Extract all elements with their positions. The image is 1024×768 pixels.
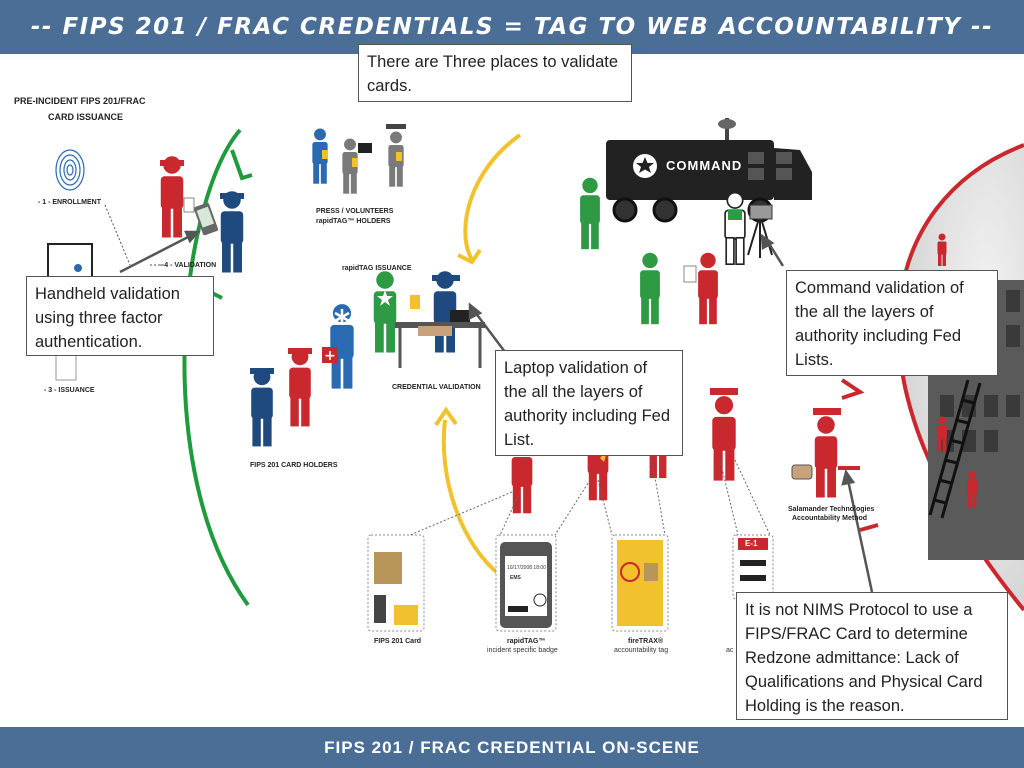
yellow-arc-top: [463, 133, 522, 261]
card-firetrax: [611, 534, 669, 632]
credential-validation-label: CREDENTIAL VALIDATION: [392, 384, 481, 391]
pre-incident-title-line2: CARD ISSUANCE: [48, 112, 124, 122]
command-truck: [606, 118, 812, 223]
firetrax-card-subtitle: accountability tag: [614, 647, 669, 654]
salamander-label-line1: Salamander Technologies: [788, 506, 875, 513]
rapidtag-card-title: rapidTAG™: [507, 638, 546, 645]
enrollment-label: - 1 - ENROLLMENT: [38, 199, 101, 206]
callout-handheld-validation: Handheld validation using three factor a…: [26, 276, 214, 356]
footer-title: FIPS 201 / FRAC CREDENTIAL ON-SCENE: [0, 727, 1024, 768]
rapidtag-card-date: 10/17/2008 18:00: [507, 565, 546, 571]
rapidtag-card-subtitle: incident specific badge: [487, 647, 558, 654]
press-label-line2: rapidTAG™ HOLDERS: [316, 218, 391, 225]
card-fips201: [367, 534, 425, 632]
firetrax-card-title: fireTRAX®: [628, 638, 664, 645]
salamander-label-line2: Accountability Method: [792, 515, 868, 522]
rapidtag-card-code: EMS: [510, 575, 521, 581]
fips-card-title: FIPS 201 Card: [374, 638, 422, 645]
validation-table: [395, 322, 485, 328]
callout-laptop-validation: Laptop validation of the all the layers …: [495, 350, 683, 456]
issuance-label: - 3 - ISSUANCE: [44, 387, 95, 394]
e1-badge: E-1: [745, 539, 758, 548]
thumbprint: [55, 149, 85, 191]
press-label-line1: PRESS / VOLUNTEERS: [316, 208, 394, 215]
callout-three-places: There are Three places to validate cards…: [358, 44, 632, 102]
callout-nims-protocol: It is not NIMS Protocol to use a FIPS/FR…: [736, 592, 1008, 720]
truncated-card-subtitle: ac: [726, 647, 734, 654]
pre-incident-title-line1: PRE-INCIDENT FIPS 201/FRAC: [14, 96, 146, 106]
callout-command-validation: Command validation of the all the layers…: [786, 270, 998, 376]
command-truck-label: COMMAND: [666, 158, 743, 173]
card-e1: [732, 534, 774, 600]
rapidtag-issuance-label: rapidTAG ISSUANCE: [342, 265, 412, 272]
ladder: [928, 379, 982, 519]
svg-text:+: +: [324, 348, 336, 364]
card-rapidtag: [495, 534, 557, 632]
validation-label: - 4 - VALIDATION: [160, 262, 217, 269]
yellow-arc-bottom: [441, 419, 502, 577]
card-holders-label: FIPS 201 CARD HOLDERS: [250, 462, 338, 469]
